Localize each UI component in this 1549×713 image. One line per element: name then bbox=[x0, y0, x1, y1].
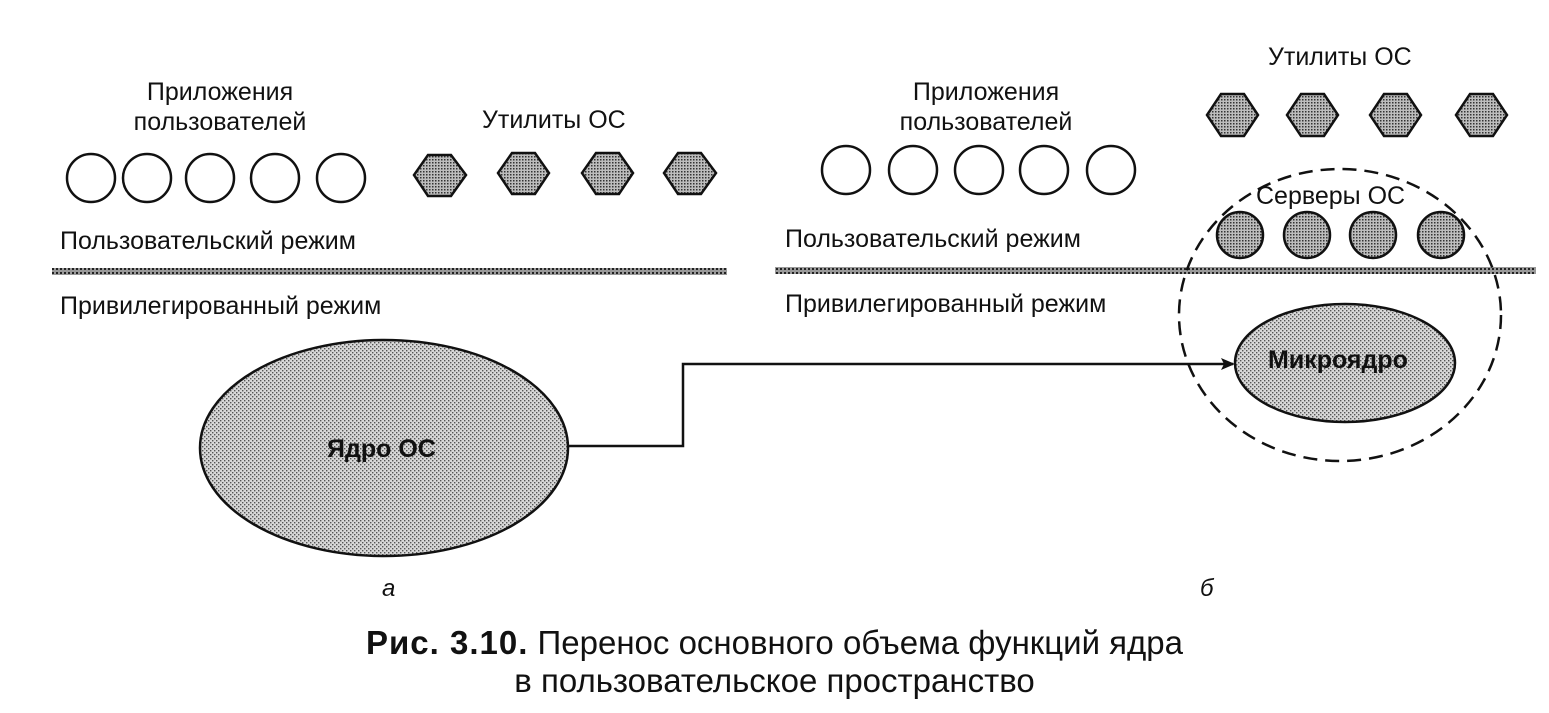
microkernel-boundary bbox=[1177, 167, 1503, 463]
os-server-circle bbox=[1348, 210, 1398, 260]
os-utility-hexagon bbox=[662, 151, 718, 196]
transfer-arrow bbox=[568, 358, 1235, 448]
panel-a-user-apps bbox=[65, 152, 367, 204]
os-server-circle bbox=[1282, 210, 1332, 260]
user-app-circle bbox=[1085, 144, 1137, 196]
os-kernel-ellipse bbox=[198, 338, 570, 558]
os-utility-hexagon bbox=[496, 151, 551, 196]
microkernel-ellipse bbox=[1233, 302, 1457, 424]
figure-caption: Рис. 3.10. Перенос основного объема функ… bbox=[0, 624, 1549, 662]
os-utility-hexagon bbox=[1285, 92, 1340, 138]
panel-b-user-apps bbox=[820, 144, 1137, 196]
microkernel-label: Микроядро bbox=[1268, 346, 1408, 374]
panel-b-os-utilities bbox=[1205, 92, 1509, 138]
panel-b-mode-divider bbox=[775, 267, 1536, 274]
user-app-circle bbox=[249, 152, 301, 204]
user-app-circle bbox=[65, 152, 117, 204]
os-server-circle bbox=[1416, 210, 1466, 260]
panel-a-kernel-mode-label: Привилегированный режим bbox=[60, 292, 382, 320]
user-app-circle bbox=[121, 152, 173, 204]
user-app-circle bbox=[820, 144, 872, 196]
panel-b-apps-label: Приложения пользователей bbox=[899, 78, 1073, 136]
figure-caption-prefix: Рис. 3.10. bbox=[365, 624, 529, 661]
figure-caption-line2: в пользовательское пространство bbox=[514, 662, 1035, 699]
user-app-circle bbox=[184, 152, 236, 204]
panel-a-os-utilities bbox=[412, 151, 718, 198]
panel-b-servers-label: Серверы ОС bbox=[1256, 182, 1406, 210]
os-utility-hexagon bbox=[1454, 92, 1509, 138]
figure-caption-line1: Перенос основного объема функций ядра bbox=[537, 624, 1183, 661]
panel-b-utils-label: Утилиты ОС bbox=[1268, 43, 1412, 71]
os-server-circle bbox=[1215, 210, 1265, 260]
os-utility-hexagon bbox=[1205, 92, 1260, 138]
panel-a-mode-divider bbox=[52, 268, 727, 275]
panel-b-user-mode-label: Пользовательский режим bbox=[785, 225, 1081, 253]
panel-b-kernel-mode-label: Привилегированный режим bbox=[785, 290, 1107, 318]
panel-b-os-servers bbox=[1215, 210, 1466, 260]
os-utility-hexagon bbox=[580, 151, 635, 196]
user-app-circle bbox=[887, 144, 939, 196]
os-utility-hexagon bbox=[1368, 92, 1423, 138]
os-utility-hexagon bbox=[412, 153, 468, 198]
panel-a-user-mode-label: Пользовательский режим bbox=[60, 227, 356, 255]
panel-a-apps-label: Приложения пользователей bbox=[133, 78, 307, 136]
panel-a-sublabel: а bbox=[382, 575, 396, 602]
panel-b-sublabel: б bbox=[1200, 575, 1214, 602]
os-kernel-label: Ядро ОС bbox=[327, 435, 436, 463]
user-app-circle bbox=[953, 144, 1005, 196]
user-app-circle bbox=[315, 152, 367, 204]
user-app-circle bbox=[1018, 144, 1070, 196]
panel-a-utils-label: Утилиты ОС bbox=[482, 106, 626, 134]
